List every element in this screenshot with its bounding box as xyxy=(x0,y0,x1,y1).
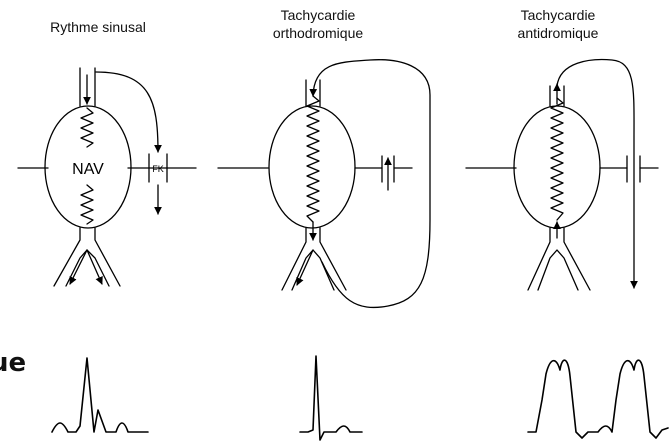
nav-oval xyxy=(514,106,600,228)
ecg-antidromic xyxy=(528,360,668,438)
zigzag-long xyxy=(307,96,319,222)
branch-arrow-left xyxy=(70,250,87,284)
panel-sinus-rhythm: NAV FK xyxy=(18,68,196,286)
panel-orthodromic xyxy=(218,60,430,308)
branch-outer xyxy=(282,228,346,290)
reentry-loop xyxy=(313,60,430,308)
branch-outer xyxy=(54,228,120,286)
zigzag-lower xyxy=(81,185,93,224)
nav-label: NAV xyxy=(72,161,104,178)
fk-label: FK xyxy=(152,164,164,174)
zigzag-long xyxy=(551,98,563,220)
branch-inner xyxy=(66,250,109,286)
branch-outer xyxy=(528,228,590,290)
ecg-sinus xyxy=(52,358,148,432)
reentry-loop xyxy=(557,60,634,288)
ecg-orthodromic xyxy=(300,356,362,440)
panel-antidromic xyxy=(466,60,658,290)
zigzag-upper xyxy=(81,108,93,147)
